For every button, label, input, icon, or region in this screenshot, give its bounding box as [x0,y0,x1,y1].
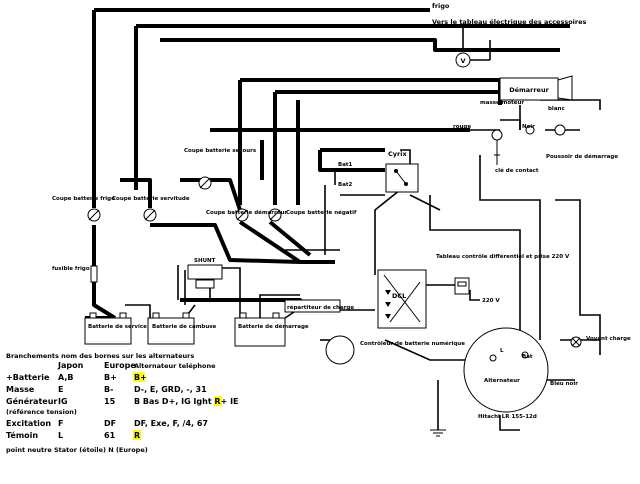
legend-row-japon: F [58,419,63,428]
label-frigo-top: frigo [432,2,450,10]
legend-row-japon: E [58,385,63,394]
label-bat2: Bat2 [338,182,353,188]
legend-header-europe: Europe [104,361,136,370]
legend-row-alt: B+ [134,373,147,382]
shunt [187,264,223,289]
label-coupe-servitude: Coupe batterie servitude [112,196,190,202]
label-cyrix: Cyrix [388,150,407,158]
label-coupe-demarreur: Coupe batterie démarreur [206,209,287,216]
label-bat-term: Bat [522,354,533,360]
dcl-unit [377,269,427,329]
label-bat-service: Batterie de service [88,324,147,330]
charge-distributor [284,299,341,313]
legend-row-japon: IG [58,397,68,406]
label-l-term: L [500,348,504,354]
label-bleu-noir: Bleu noir [550,381,578,387]
ignition-key [491,129,503,165]
label-bat1: Bat1 [338,162,353,168]
label-rouge: rouge [453,124,471,130]
label-coupe-secours: Coupe batterie secours [184,148,257,154]
legend-row-name: Excitation [6,419,51,428]
legend-row-japon: L [58,431,63,440]
mains-panel [454,277,470,295]
label-noir: Noir [522,124,535,130]
legend-row-europe: 15 [104,397,116,406]
label-repartiteur: répartiteur de charge [287,304,354,311]
switch-frigo [87,208,101,222]
switch-servitude [143,208,157,222]
legend-row-europe: 61 [104,431,116,440]
legend-row-europe: DF [104,419,116,428]
legend-note: (référence tension) [6,408,77,416]
fuse-frigo [90,265,98,283]
legend-row-name: +Batterie [6,373,50,382]
label-voyant: Voyant charge [586,336,631,342]
label-compteur: Contrôleur de batterie numérique [360,340,465,347]
legend-row-alt: D-, E, GRD, -, 31 [134,385,207,394]
starter-label: Démarreur [509,86,549,94]
label-alt-model: Hitachi LR 155-12d [478,414,537,420]
battery-monitor [325,335,355,365]
ground-symbol [430,429,446,437]
label-fusible: fusible frigo [52,266,90,272]
legend-row-alt: DF, Exe, F, /4, 67 [134,419,208,428]
label-coupe-frigo: Coupe batterie frigo [52,196,115,202]
label-coupe-negatif: Coupe batterie négatif [286,209,357,216]
legend-row-europe: B+ [104,373,117,382]
legend-row-name: Masse [6,385,35,394]
label-blanc: blanc [548,106,565,112]
legend-title: Branchements nom des bornes sur les alte… [6,352,194,360]
battery-service [84,312,132,345]
battery-demarrage [234,312,286,347]
label-bat-demarrage: Batterie de démarrage [238,323,309,330]
label-poussoir: Poussoir de démarrage [546,153,618,160]
label-tableau: Vers le tableau électrique des accessoir… [432,18,587,26]
label-alternateur: Alternateur [484,378,520,384]
battery-cambuse [147,312,195,345]
start-button [525,124,566,136]
voltmeter: V [455,26,491,68]
legend-row-name: Générateur [6,396,57,406]
legend-row-alt: B Bas D+, IG Ight R+ IE [134,397,239,406]
switch-secours [198,176,212,190]
voltmeter-symbol: V [460,57,465,65]
label-dcl: DCL [392,292,406,300]
label-shunt: SHUNT [194,258,216,264]
legend-row-europe: B- [104,385,113,394]
label-cle-contact: clé de contact [495,167,539,174]
legend-footer: point neutre Stator (étoile) N (Europe) [6,446,148,454]
switch-negatif [268,208,282,222]
diagram-labels: frigo Vers le tableau électrique des acc… [52,2,631,420]
label-masse-moteur: masse moteur [480,100,524,106]
legend-header-japon: Japon [57,361,84,370]
label-tableau-secteur: Tableau contrôle différentiel et prise 2… [436,253,570,260]
terminal-legend: Branchements nom des bornes sur les alte… [6,352,239,454]
legend-row-alt: R [134,431,140,440]
label-bat-cambuse: Batterie de cambuse [152,324,217,330]
starter-motor: Démarreur [499,75,573,101]
switch-demarreur [235,208,249,222]
charge-lamp [570,336,582,348]
legend-row-japon: A,B [58,373,73,382]
alternator [463,327,549,413]
label-220v: 220 V [482,298,500,304]
legend-header-alt: Alternateur teléphone [134,362,216,370]
main-wires [85,8,570,320]
legend-row-name: Témoin [6,430,38,440]
cyrix-relay [385,163,419,193]
